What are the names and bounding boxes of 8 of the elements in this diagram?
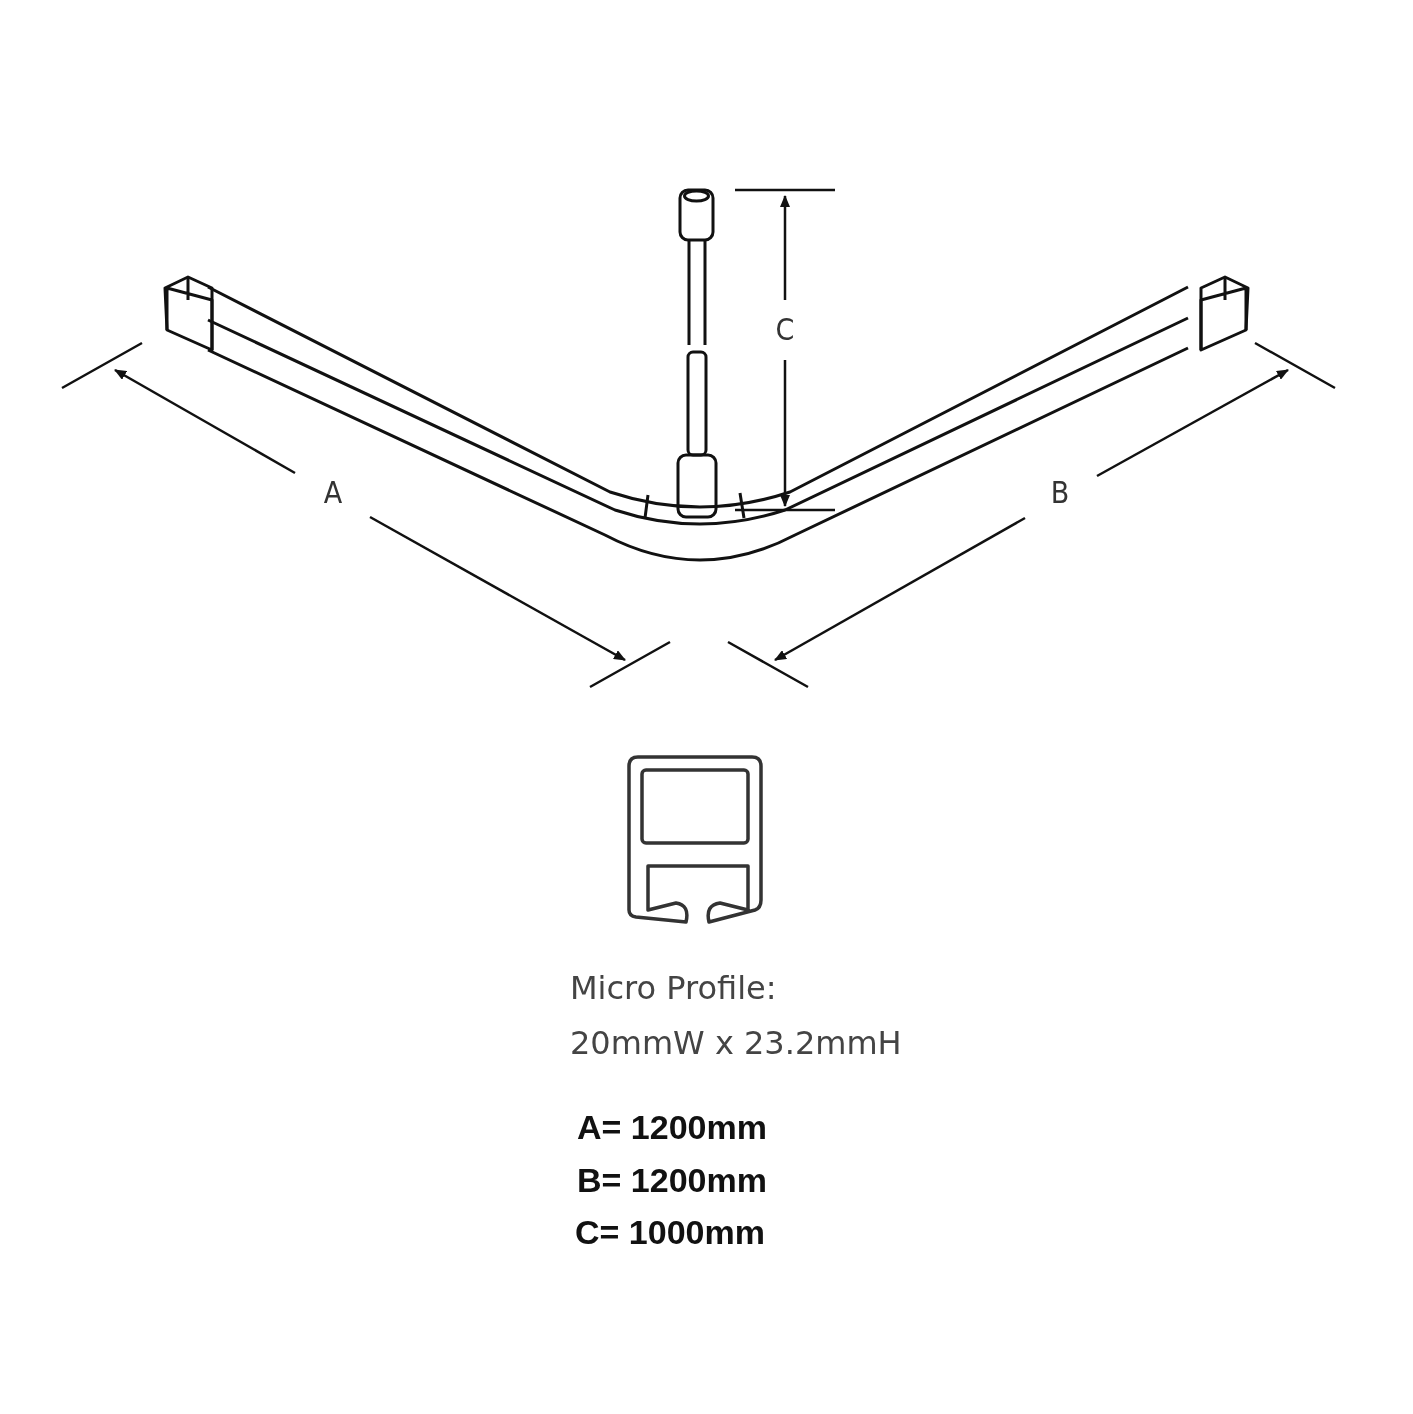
- dimension-value: A= 1200mm: [577, 1110, 767, 1144]
- profile-size-text: 20mmW x 23.2mmH: [570, 1027, 902, 1059]
- dimension-label: B: [1050, 478, 1070, 508]
- dimension-value: B= 1200mm: [577, 1163, 767, 1197]
- dimension-value: C= 1000mm: [575, 1215, 765, 1249]
- dimension-label: C: [775, 315, 795, 345]
- dimension-label: A: [323, 478, 343, 508]
- profile-caption: Micro Profile:: [570, 972, 777, 1004]
